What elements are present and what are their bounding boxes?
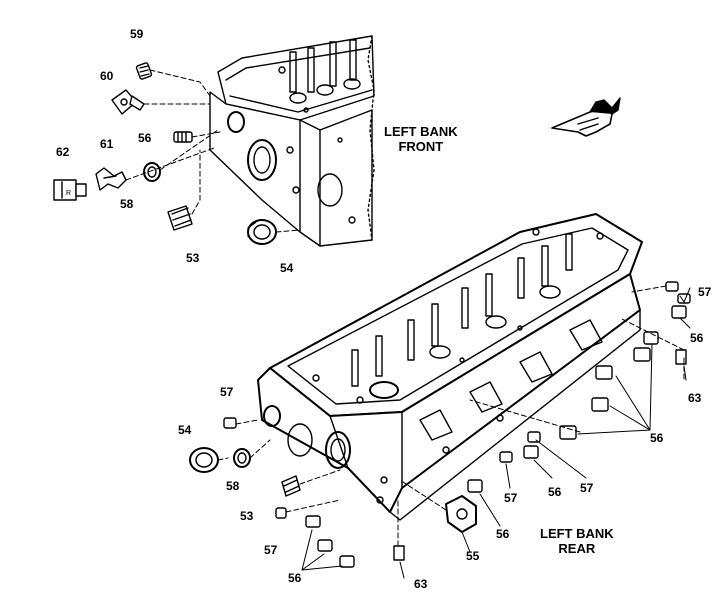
callout-arrows-bottom: [301, 439, 587, 579]
title-rear-line2: REAR: [558, 541, 596, 556]
callout-56-right: 56: [690, 331, 704, 345]
callout-63-bottom: 63: [414, 577, 428, 591]
callout-57-center-right: 57: [580, 481, 594, 495]
part-63-pin-right: [675, 349, 687, 365]
part-60-fitting: [111, 89, 145, 115]
part-54-cap-front: [247, 219, 277, 245]
callout-59: 59: [130, 27, 144, 41]
part-57-plug-rear-bottom: [275, 507, 287, 519]
part-62-sender: R: [53, 179, 87, 201]
part-56-plug-front: [173, 131, 193, 143]
callout-57-top-right: 57: [698, 285, 712, 299]
part-56-plug-center: [467, 479, 483, 493]
callout-56-group-bottom: 56: [288, 571, 302, 585]
callout-56-front: 56: [138, 131, 152, 145]
title-front-line2: FRONT: [398, 139, 444, 154]
callout-56-center: 56: [496, 527, 510, 541]
parts-56-plugs-bottom: [305, 515, 355, 568]
title-front-line1: LEFT BANK: [384, 124, 458, 139]
callout-56-center-right: 56: [548, 485, 562, 499]
part-61-adapter: [95, 167, 127, 191]
part-56-plug-center-right: [523, 445, 539, 459]
callout-57-rear-bottom: 57: [264, 543, 278, 557]
part-53-plug-rear: [281, 475, 301, 497]
title-left-bank-front: LEFT BANK FRONT: [384, 124, 458, 154]
callout-54-rear: 54: [178, 423, 192, 437]
callout-63-right: 63: [688, 391, 702, 405]
callout-57-center: 57: [504, 491, 518, 505]
callout-57-rear-left: 57: [220, 385, 234, 399]
callout-58-rear: 58: [226, 479, 240, 493]
front-cylinder-head: [209, 35, 375, 247]
callout-53-front: 53: [186, 251, 200, 265]
part-54-cap-rear: [189, 447, 219, 473]
rear-cylinder-head: [257, 213, 643, 521]
parts-57-plugs-top-right: [665, 281, 691, 304]
title-rear-line1: LEFT BANK: [540, 526, 614, 541]
title-left-bank-rear: LEFT BANK REAR: [540, 526, 614, 556]
callout-58-front: 58: [120, 197, 134, 211]
callout-54-front: 54: [280, 261, 294, 275]
callout-53-rear: 53: [240, 509, 254, 523]
callout-55: 55: [466, 549, 480, 563]
pointing-hand-icon: [551, 97, 621, 137]
part-57-plug-rear-left: [223, 417, 237, 429]
part-59-plug: [135, 62, 153, 80]
part-63-pin-bottom: [393, 545, 405, 561]
part-58-ring-rear: [233, 448, 251, 468]
callout-56-group-right: 56: [650, 431, 664, 445]
part-53-plug-front: [167, 205, 193, 231]
callout-61: 61: [100, 137, 114, 151]
parts-56-plugs-right-group: [559, 305, 687, 440]
callout-arrows-right: [577, 287, 691, 435]
front-valve-springs: [278, 39, 361, 113]
part-55-bracket: [445, 495, 477, 533]
rear-valve-springs: [351, 233, 573, 399]
part-57-plug-center: [499, 431, 541, 463]
plug-marking-r: R: [66, 190, 71, 197]
callout-60: 60: [100, 69, 114, 83]
callout-62: 62: [56, 145, 70, 159]
part-58-ring-front: [143, 162, 161, 182]
